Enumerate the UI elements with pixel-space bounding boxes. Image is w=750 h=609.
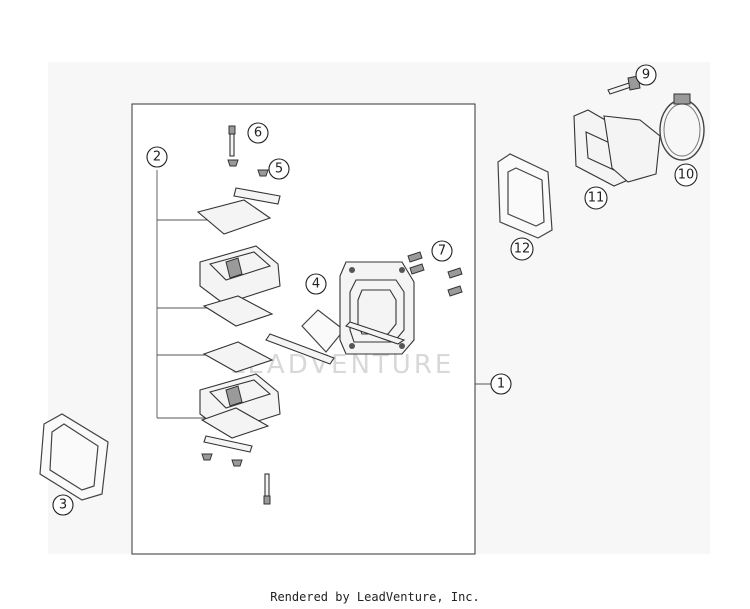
svg-text:10: 10 [678, 168, 695, 183]
watermark: LEADVENTURE [230, 350, 454, 380]
svg-text:7: 7 [438, 244, 446, 259]
strip-gasket [265, 333, 335, 365]
retainer-plate-top [233, 187, 281, 205]
retainer-plate-bottom [203, 435, 253, 453]
callout-2[interactable]: 2 [146, 146, 168, 168]
hose-clamp-10 [659, 93, 705, 161]
reed-petal-lower [202, 341, 274, 373]
intake-manifold-11 [573, 109, 661, 187]
callout-10[interactable]: 10 [674, 163, 698, 187]
gasket-12 [497, 153, 553, 239]
assembly-box [131, 103, 476, 555]
leader-lines-2 [156, 170, 210, 419]
callout-5[interactable]: 5 [268, 158, 290, 180]
reed-cage-top [199, 245, 281, 305]
bolt-6 [228, 125, 236, 157]
footer-credit: Rendered by LeadVenture, Inc. [270, 590, 480, 604]
callout-11[interactable]: 11 [584, 186, 608, 210]
svg-text:6: 6 [254, 126, 262, 141]
svg-text:12: 12 [514, 242, 531, 257]
svg-text:2: 2 [153, 150, 161, 165]
callout-1[interactable]: 1 [490, 373, 512, 395]
callout-12[interactable]: 12 [510, 237, 534, 261]
reed-petal-top [196, 199, 272, 235]
svg-text:9: 9 [642, 68, 650, 83]
callout-9[interactable]: 9 [635, 64, 657, 86]
callout-4[interactable]: 4 [305, 273, 327, 295]
svg-text:4: 4 [312, 277, 320, 292]
svg-text:3: 3 [59, 498, 67, 513]
screws-bottom [201, 453, 243, 467]
reed-petal-bottom [200, 407, 270, 439]
reed-petal-middle [202, 295, 274, 327]
svg-text:11: 11 [588, 191, 605, 206]
reed-housing [339, 261, 415, 355]
callout-3[interactable]: 3 [52, 494, 74, 516]
svg-text:1: 1 [497, 377, 505, 392]
callout-7[interactable]: 7 [431, 240, 453, 262]
bolt-bottom [263, 473, 271, 505]
screws-7 [407, 251, 463, 297]
callout-6[interactable]: 6 [247, 122, 269, 144]
screws-5 [227, 159, 269, 177]
svg-text:5: 5 [275, 162, 283, 177]
